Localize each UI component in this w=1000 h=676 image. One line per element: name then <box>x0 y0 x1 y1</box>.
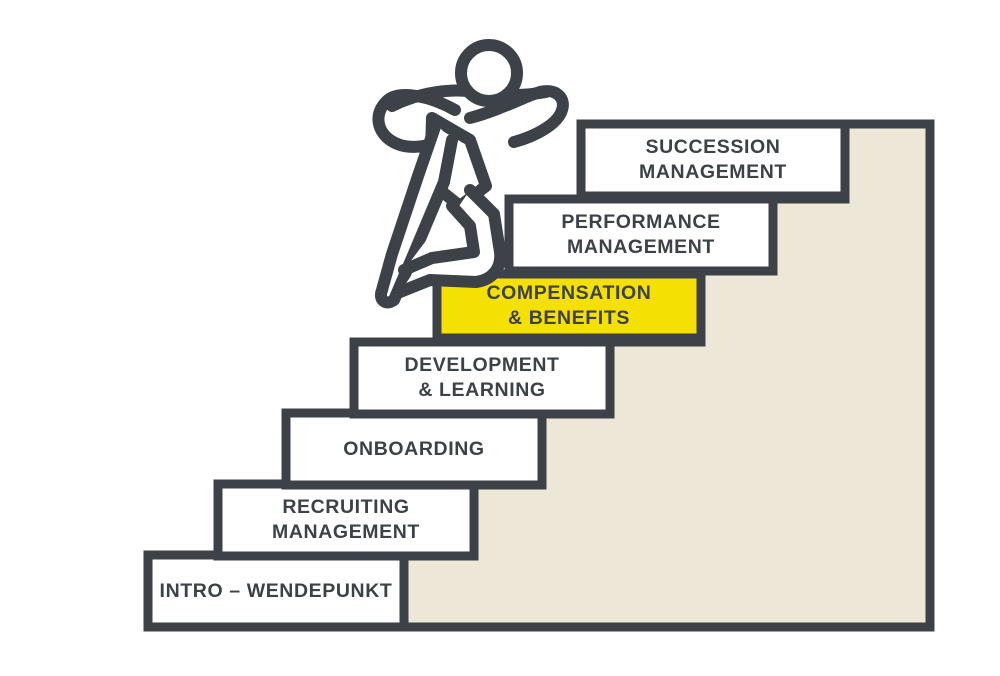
staircase-backdrop <box>404 124 930 627</box>
step-box-succession-management[interactable] <box>576 119 850 201</box>
step-box-development-learning[interactable] <box>349 337 615 419</box>
climbing-stick-figure <box>372 39 569 309</box>
step-box-recruiting-management[interactable] <box>213 479 479 561</box>
step-box-performance-management[interactable] <box>504 194 778 276</box>
step-box-intro[interactable] <box>143 550 409 632</box>
step-box-onboarding[interactable] <box>281 408 547 490</box>
